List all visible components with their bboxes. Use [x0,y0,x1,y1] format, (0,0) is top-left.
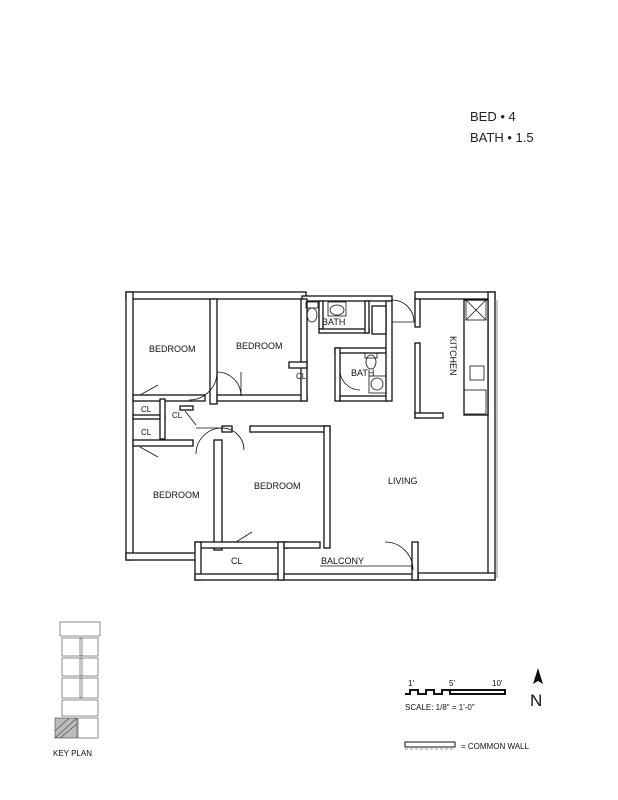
room-label-bath-lower: BATH [351,368,374,378]
room-label-balcony: BALCONY [321,556,364,566]
scale-text: SCALE: 1/8" = 1'-0" [405,703,475,712]
bedroom-nc-walls [216,298,308,402]
room-label-kitchen: KITCHEN [448,336,458,376]
closets-left [132,384,197,458]
unit-summary: BED • 4 BATH • 1.5 [470,106,534,148]
scale-tick-1: 1' [408,679,414,688]
room-label-bath-upper: BATH [322,317,345,327]
kitchen-walls [414,298,489,419]
south-bedroom-walls [195,425,331,551]
scale-tick-10: 10' [492,679,503,688]
closet-label: CL [296,372,307,381]
north-label: N [530,691,542,710]
scale-bar: 1' 5' 10' SCALE: 1/8" = 1'-0" [405,679,506,712]
room-label-living: LIVING [388,476,418,486]
closet-label: CL [172,411,183,420]
north-arrow-icon [533,668,543,684]
closet-label-balcony: CL [231,556,243,566]
north-arrow: N [530,668,543,710]
separator-dot: • [507,130,512,145]
baths [305,299,415,402]
closet-label: CL [141,428,152,437]
bed-count: 4 [508,109,516,124]
floor-plan: BEDROOM BEDROOM BEDROOM BEDROOM BATH BAT… [125,291,498,581]
closet-label: CL [141,405,152,414]
bedroom-nw-walls [132,298,218,405]
common-wall-legend: = COMMON WALL [404,741,529,751]
bed-count-row: BED • 4 [470,106,534,127]
common-wall-swatch [404,741,456,748]
separator-dot: • [500,109,505,124]
key-plan-label: KEY PLAN [53,749,92,758]
room-label-bedroom-nw: BEDROOM [149,344,196,354]
balcony-walls [194,531,419,581]
bed-label: BED [470,109,497,124]
bath-count: 1.5 [515,130,534,145]
key-plan: KEY PLAN [53,621,101,758]
exterior-walls [125,291,498,581]
bath-label: BATH [470,130,504,145]
room-label-bedroom-nc: BEDROOM [236,341,283,351]
bath-count-row: BATH • 1.5 [470,127,534,148]
scale-tick-5: 5' [449,679,455,688]
room-label-bedroom-sw: BEDROOM [153,490,200,500]
common-wall-label: = COMMON WALL [461,742,529,751]
room-label-bedroom-sc: BEDROOM [254,481,301,491]
